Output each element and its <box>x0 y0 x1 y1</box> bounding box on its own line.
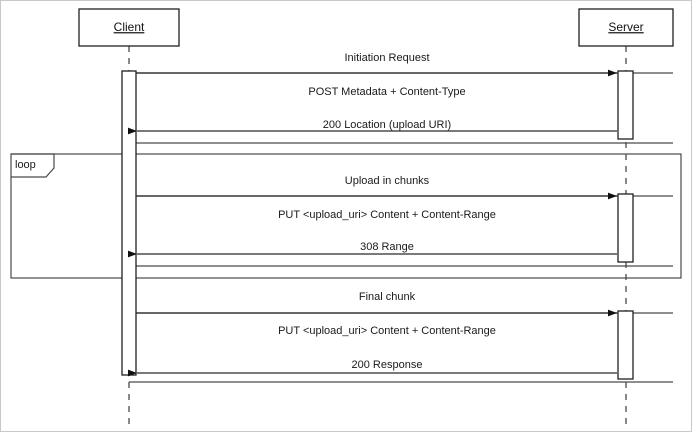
message-label-put-chunk: PUT <upload_uri> Content + Content-Range <box>278 209 496 221</box>
actor-client-box[interactable] <box>78 8 180 47</box>
message-label-200-location: 200 Location (upload URI) <box>323 119 451 131</box>
section-label-upload-in-chunks: Upload in chunks <box>345 175 430 187</box>
message-label-put-final-chunk: PUT <upload_uri> Content + Content-Range <box>278 325 496 337</box>
actor-server-box[interactable] <box>578 8 674 47</box>
section-label-initiation-request: Initiation Request <box>345 52 430 64</box>
activation-bar-server-2 <box>617 193 634 263</box>
actor-server[interactable]: Server <box>578 8 674 47</box>
activation-bars <box>121 70 634 380</box>
activation-bar-client <box>121 70 137 376</box>
fragment-loop[interactable]: loop <box>10 153 682 279</box>
message-label-post-metadata: POST Metadata + Content-Type <box>308 86 465 98</box>
actor-server-label: Server <box>608 20 643 34</box>
fragment-loop-box <box>10 153 682 279</box>
fragment-loop-tab <box>11 153 55 178</box>
actor-client-label: Client <box>114 20 145 34</box>
section-label-final-chunk: Final chunk <box>359 291 416 303</box>
fragment-loop-label: loop <box>15 159 36 171</box>
messages <box>128 69 617 377</box>
message-labels: Initiation Request POST Metadata + Conte… <box>278 52 496 371</box>
activation-bar-server-3 <box>617 310 634 380</box>
activation-bar-server-1 <box>617 70 634 140</box>
actor-client[interactable]: Client <box>78 8 180 47</box>
message-label-200-response: 200 Response <box>352 359 423 371</box>
message-label-308-range: 308 Range <box>360 241 414 253</box>
